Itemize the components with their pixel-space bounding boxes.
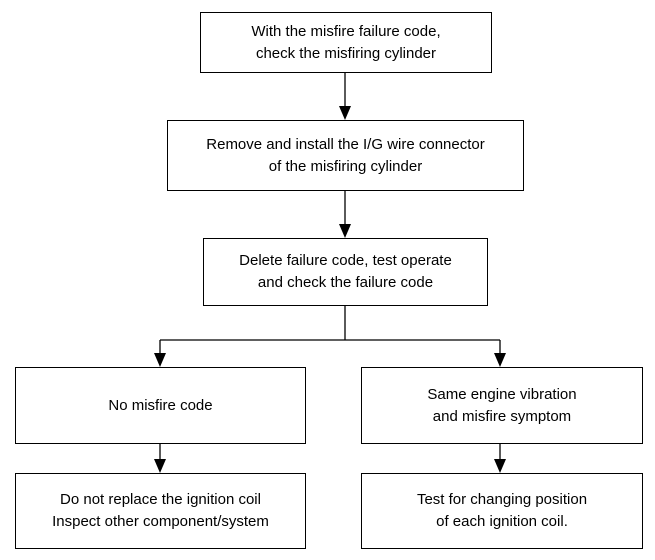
right-action-box: Test for changing position of each ignit… xyxy=(361,473,643,549)
step2-box: Remove and install the I/G wire connecto… xyxy=(167,120,524,191)
left-result-box: No misfire code xyxy=(15,367,306,444)
step1-box: With the misfire failure code, check the… xyxy=(200,12,492,73)
arrowhead-to-right-result xyxy=(494,353,506,367)
arrowhead-to-left-result xyxy=(154,353,166,367)
arrowhead-to-step2 xyxy=(339,106,351,120)
right-result-text: Same engine vibration and misfire sympto… xyxy=(427,385,577,425)
arrowhead-to-step3 xyxy=(339,224,351,238)
left-result-text: No misfire code xyxy=(108,396,213,414)
right-result-box: Same engine vibration and misfire sympto… xyxy=(361,367,643,444)
step3-text: Delete failure code, test operate and ch… xyxy=(239,252,452,291)
right-action-text: Test for changing position of each ignit… xyxy=(416,491,588,530)
arrowhead-to-left-action xyxy=(154,459,166,473)
step3-box: Delete failure code, test operate and ch… xyxy=(203,238,488,306)
step1-text: With the misfire failure code, check the… xyxy=(251,22,441,62)
step2-text: Remove and install the I/G wire connecto… xyxy=(206,135,485,175)
left-action-box: Do not replace the ignition coil Inspect… xyxy=(15,473,306,549)
arrowhead-to-right-action xyxy=(494,459,506,473)
left-action-text: Do not replace the ignition coil Inspect… xyxy=(52,491,269,530)
